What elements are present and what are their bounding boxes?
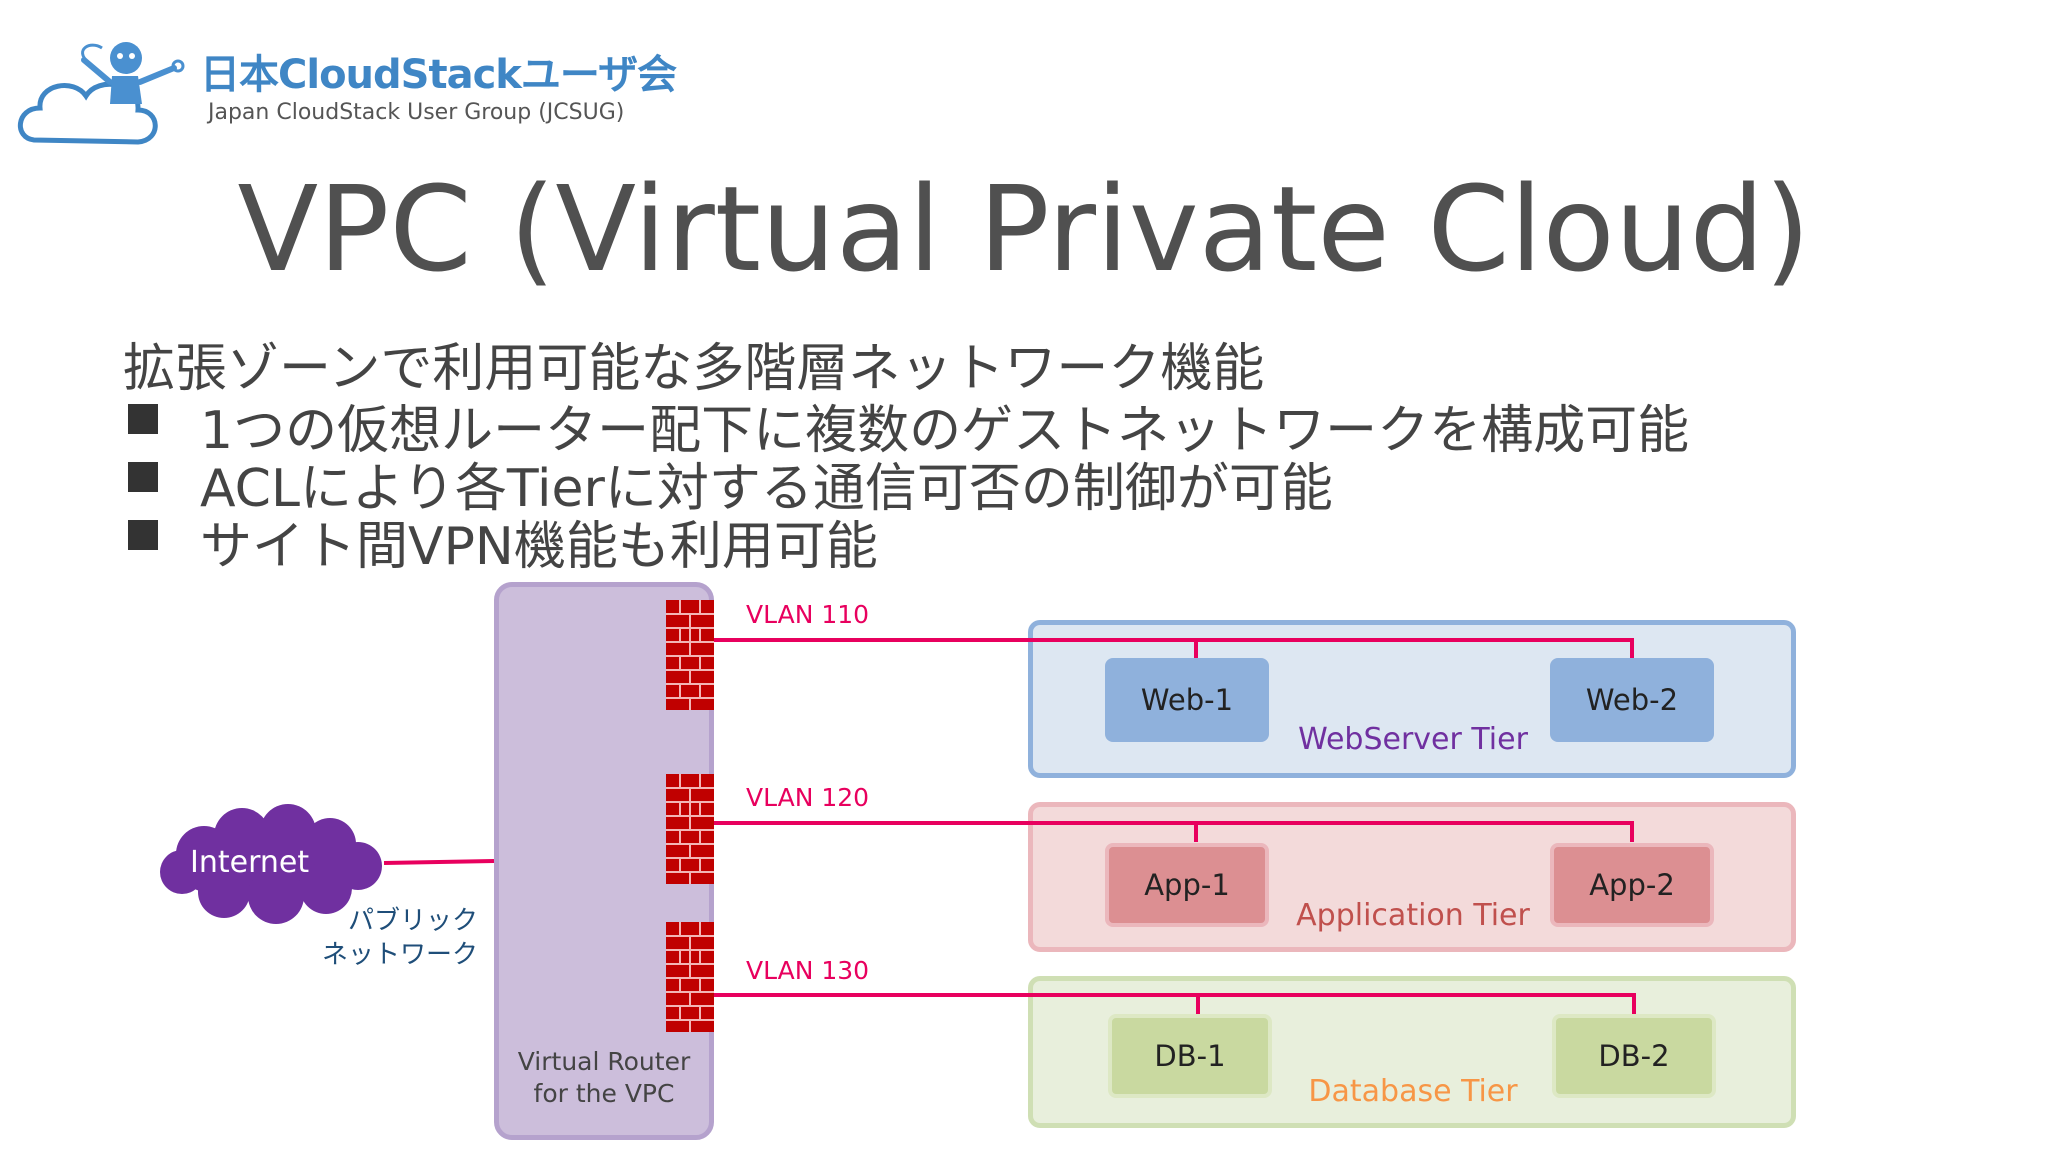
bullet-item: 1つの仮想ルーター配下に複数のゲストネットワークを構成可能 bbox=[200, 401, 1690, 461]
tier-label-database: Database Tier bbox=[1308, 1074, 1518, 1109]
vlan-130-line bbox=[714, 993, 1636, 1014]
bullet-item: ACLにより各Tierに対する通信可否の制御が可能 bbox=[200, 459, 1333, 519]
node-db-1: DB-1 bbox=[1108, 1014, 1272, 1098]
firewall-icon bbox=[666, 774, 714, 884]
internet-label: Internet bbox=[190, 845, 310, 880]
bullet-square-icon bbox=[128, 462, 158, 492]
node-app-1: App-1 bbox=[1105, 843, 1269, 927]
vlan-label: VLAN 130 bbox=[746, 956, 870, 985]
router-label: Virtual Router for the VPC bbox=[517, 1047, 691, 1108]
public-network-label: パブリック bbox=[347, 906, 478, 936]
bullet-item: サイト間VPN機能も利用可能 bbox=[200, 517, 878, 577]
public-network-line bbox=[383, 859, 495, 865]
node-app-2: App-2 bbox=[1550, 843, 1714, 927]
intro-text: 拡張ゾーンで利用可能な多階層ネットワーク機能 bbox=[123, 339, 1265, 399]
firewall-icon bbox=[666, 922, 714, 1032]
vlan-label: VLAN 120 bbox=[746, 783, 870, 812]
node-db-2: DB-2 bbox=[1552, 1014, 1716, 1098]
firewall-icon bbox=[666, 600, 714, 710]
vlan-110-line bbox=[714, 638, 1634, 658]
jcsug-logo-icon bbox=[17, 42, 185, 145]
node-web-2: Web-2 bbox=[1550, 658, 1714, 742]
public-network-label: ネットワーク bbox=[321, 940, 478, 970]
logo-title: 日本CloudStackユーザ会 bbox=[200, 52, 677, 98]
logo-subtitle: Japan CloudStack User Group (JCSUG) bbox=[208, 100, 625, 125]
page-title: VPC (Virtual Private Cloud) bbox=[237, 160, 1811, 298]
bullet-square-icon bbox=[128, 404, 158, 434]
vlan-label: VLAN 110 bbox=[746, 600, 870, 629]
bullet-square-icon bbox=[128, 520, 158, 550]
tier-label-webserver: WebServer Tier bbox=[1298, 722, 1528, 757]
vlan-120-line bbox=[714, 821, 1634, 842]
tier-label-application: Application Tier bbox=[1296, 898, 1530, 933]
node-web-1: Web-1 bbox=[1105, 658, 1269, 742]
internet-cloud-icon bbox=[160, 804, 382, 924]
